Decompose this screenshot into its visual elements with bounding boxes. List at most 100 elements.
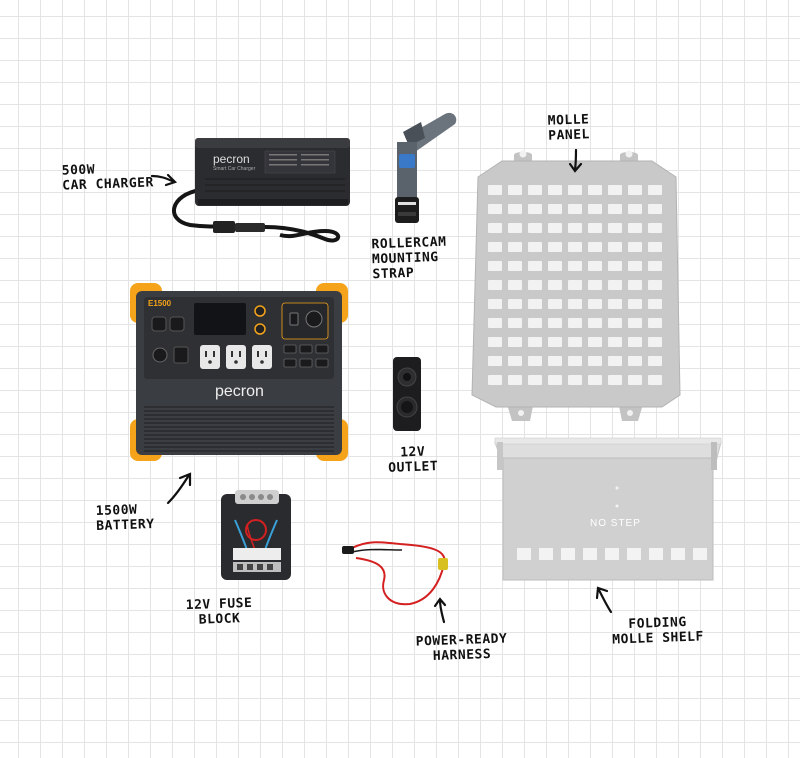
molle-slot [628, 318, 642, 328]
molle-slot [508, 337, 522, 347]
battery-model-badge: E1500 [148, 299, 172, 308]
molle-slot [588, 185, 602, 195]
molle-slot [608, 337, 622, 347]
molle-slot [588, 356, 602, 366]
molle-slot [608, 261, 622, 271]
molle-slot [588, 223, 602, 233]
molle-slot [488, 261, 502, 271]
molle-slot [508, 356, 522, 366]
molle-slot [488, 185, 502, 195]
molle-slot [568, 318, 582, 328]
shelf-slot [649, 548, 663, 560]
molle-slot [648, 356, 662, 366]
molle-slot [508, 318, 522, 328]
molle-slot [488, 318, 502, 328]
molle-slot [628, 261, 642, 271]
molle-slot [608, 242, 622, 252]
molle-slot [528, 185, 542, 195]
molle-slot [548, 242, 562, 252]
molle-slot [628, 223, 642, 233]
molle-slot [568, 204, 582, 214]
molle-slot [528, 261, 542, 271]
car-charger-arrow-icon [150, 173, 178, 187]
molle-slot [568, 280, 582, 290]
fuse-block-image [217, 490, 297, 582]
harness-label: POWER-READY HARNESS [415, 631, 508, 665]
battery-brand: pecron [215, 383, 264, 400]
molle-slot [528, 337, 542, 347]
molle-slot [648, 318, 662, 328]
molle-slot [628, 204, 642, 214]
molle-slot [488, 223, 502, 233]
molle-slot [528, 242, 542, 252]
molle-slot [548, 185, 562, 195]
molle-slot [488, 299, 502, 309]
molle-slot [568, 375, 582, 385]
molle-slot [548, 280, 562, 290]
molle-slot [608, 299, 622, 309]
molle-shelf-image [493, 437, 723, 588]
rollercam-strap-image [385, 102, 480, 232]
molle-slot [588, 242, 602, 252]
molle-slot [548, 318, 562, 328]
molle-slot [648, 299, 662, 309]
molle-slot [608, 185, 622, 195]
molle-slot [488, 280, 502, 290]
molle-slot [608, 356, 622, 366]
molle-slot [548, 204, 562, 214]
shelf-slot [627, 548, 641, 560]
molle-slot [628, 337, 642, 347]
molle-slot [528, 318, 542, 328]
molle-slot [548, 356, 562, 366]
molle-slot [608, 204, 622, 214]
molle-slot [608, 223, 622, 233]
battery-arrow-icon [166, 472, 192, 505]
molle-panel-label: MOLLE PANEL [547, 112, 591, 144]
molle-slot [648, 204, 662, 214]
molle-shelf-label: FOLDING MOLLE SHELF [612, 614, 705, 648]
molle-slot [508, 242, 522, 252]
molle-slot [568, 242, 582, 252]
molle-slot [508, 261, 522, 271]
battery-image: E1500 pecron [130, 283, 350, 463]
molle-slot [608, 280, 622, 290]
molle-slot [548, 375, 562, 385]
molle-slot [648, 375, 662, 385]
molle-slot [528, 223, 542, 233]
charger-brand: pecron [213, 152, 250, 166]
molle-slot [508, 280, 522, 290]
molle-slot [628, 375, 642, 385]
molle-slot [488, 337, 502, 347]
molle-slot [588, 280, 602, 290]
molle-slot [508, 223, 522, 233]
shelf-slot [671, 548, 685, 560]
molle-panel-image [466, 150, 691, 425]
car-charger-image: pecron Smart Car Charger [165, 135, 365, 255]
molle-slot [568, 356, 582, 366]
molle-slot [548, 299, 562, 309]
molle-slot [528, 375, 542, 385]
molle-slot [488, 356, 502, 366]
molle-slot [528, 280, 542, 290]
car-charger-label: 500W CAR CHARGER [61, 162, 155, 194]
molle-slot [488, 375, 502, 385]
molle-slot [628, 185, 642, 195]
molle-panel-arrow-icon [568, 148, 583, 173]
molle-slot [488, 204, 502, 214]
molle-slot [508, 375, 522, 385]
molle-slot [508, 204, 522, 214]
molle-slot [628, 242, 642, 252]
molle-slot [488, 242, 502, 252]
molle-slot [648, 280, 662, 290]
molle-shelf-arrow-icon [595, 586, 613, 614]
molle-slot [588, 299, 602, 309]
molle-slot [528, 204, 542, 214]
molle-slot [568, 223, 582, 233]
molle-slot [588, 204, 602, 214]
shelf-stencil-text: NO STEP [590, 518, 641, 529]
molle-slot [648, 261, 662, 271]
shelf-slot [605, 548, 619, 560]
harness-arrow-icon [433, 597, 447, 624]
shelf-slot [693, 548, 707, 560]
charger-subtitle: Smart Car Charger [213, 166, 256, 172]
